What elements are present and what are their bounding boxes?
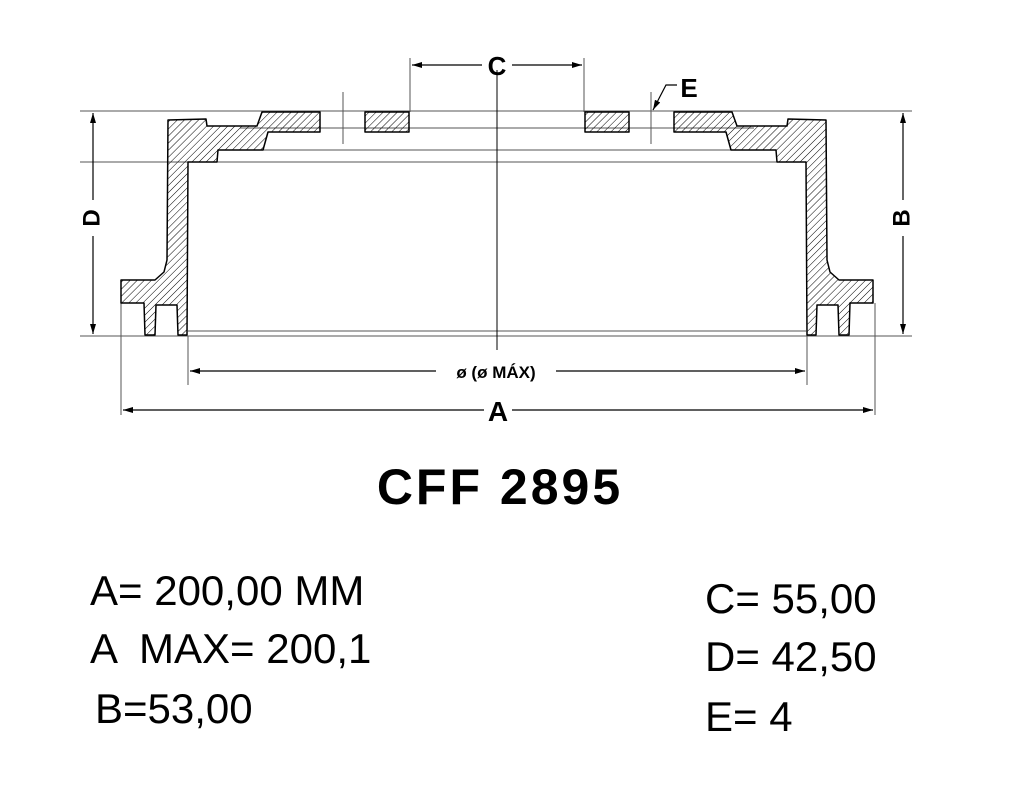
hub-flange-left-section — [364, 111, 410, 133]
spec-a-max: A MAX= 200,1 — [90, 625, 372, 672]
spec-b: B=53,00 — [95, 685, 253, 732]
spec-a: A= 200,00 MM — [90, 567, 365, 614]
dimension-label-b: B — [888, 209, 915, 226]
dimension-lines — [90, 62, 906, 413]
drum-profile — [120, 111, 874, 336]
dimension-label-e: E — [680, 73, 697, 103]
spec-e: E= 4 — [705, 693, 793, 740]
dimension-label-a: A — [488, 396, 508, 427]
brake-drum-section-drawing: D B C E ø (ø MÁX) A — [78, 51, 915, 427]
drum-wall-left-section — [120, 111, 321, 336]
reference-lines — [80, 58, 912, 415]
dimension-label-diameter: ø (ø MÁX) — [456, 363, 535, 382]
drum-wall-right-section — [673, 111, 874, 336]
part-number-title: CFF 2895 — [376, 459, 624, 515]
dimension-label-d: D — [78, 209, 105, 226]
dimension-label-c: C — [488, 51, 507, 81]
spec-c: C= 55,00 — [705, 575, 877, 622]
hub-flange-right-section — [584, 111, 630, 133]
spec-d: D= 42,50 — [705, 633, 877, 680]
